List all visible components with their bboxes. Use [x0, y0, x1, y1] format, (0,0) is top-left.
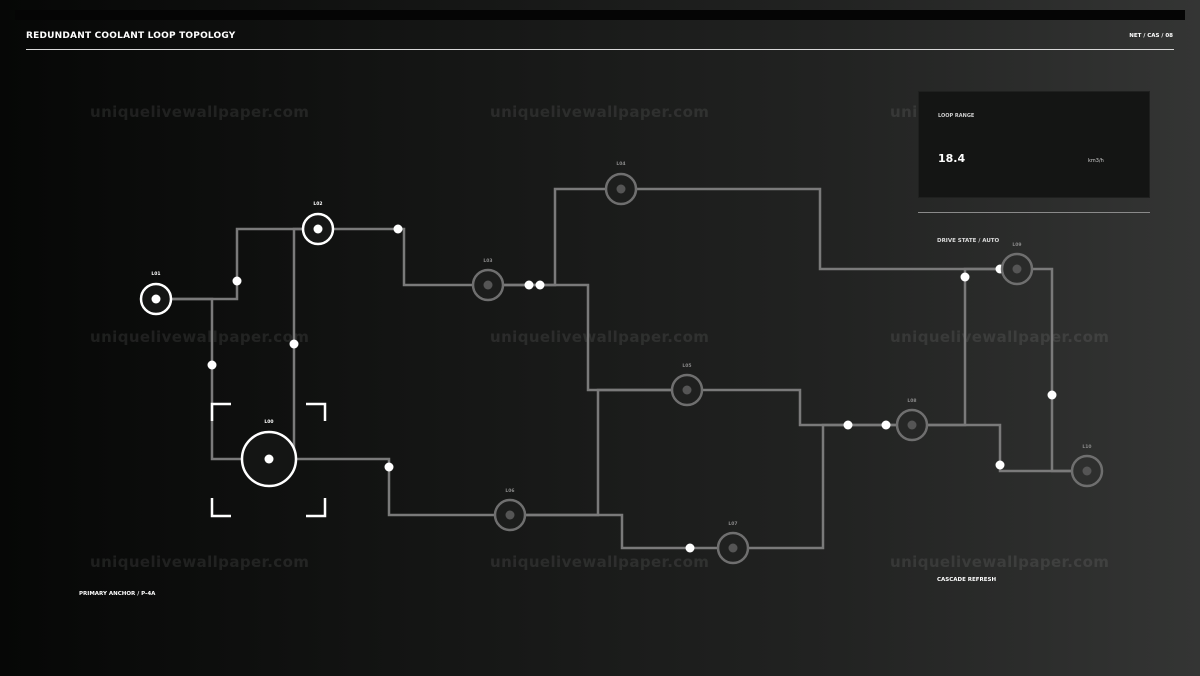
- watermark-text: uniquelivewallpaper.com: [490, 103, 710, 121]
- flow-marker: [1047, 390, 1057, 400]
- node-l01[interactable]: L01: [139, 271, 173, 316]
- link-l04-l09: [621, 187, 1017, 271]
- link-l05-l06: [510, 388, 687, 517]
- panel-label: LOOP RANGE: [938, 113, 975, 119]
- header-divider: [26, 49, 1174, 50]
- watermark-text: uniquelivewallpaper.com: [890, 553, 1110, 571]
- node-l08[interactable]: L08: [895, 398, 929, 442]
- panel-value: 18.4: [938, 152, 966, 165]
- node-l07[interactable]: L07: [716, 521, 750, 565]
- flow-marker: [207, 360, 217, 370]
- reference-code: NET / CAS / 08: [1129, 33, 1173, 39]
- link-l08-l10: [912, 423, 1087, 473]
- node-label: L00: [264, 419, 273, 425]
- flow-marker: [960, 272, 970, 282]
- flow-marker: [393, 224, 403, 234]
- cascade-caption: CASCADE REFRESH: [937, 577, 997, 583]
- node-l06[interactable]: L06: [493, 488, 527, 532]
- watermark-text: uniquelivewallpaper.com: [90, 328, 310, 346]
- node-l05[interactable]: L05: [670, 363, 704, 407]
- panel-divider: [918, 212, 1150, 213]
- node-l10[interactable]: L10: [1070, 444, 1104, 488]
- watermark-text: uniquelivewallpaper.com: [490, 328, 710, 346]
- link-l09-l10: [1017, 267, 1087, 473]
- loop-range-panel: LOOP RANGE 18.4 km3/h: [918, 91, 1150, 198]
- flow-marker: [232, 276, 242, 286]
- node-l02[interactable]: L02: [301, 201, 335, 246]
- link-l01-l00: [156, 297, 269, 461]
- node-label: L04: [616, 161, 625, 167]
- link-l07-l08: [733, 423, 912, 550]
- node-l04[interactable]: L04: [604, 161, 638, 206]
- node-label: L01: [151, 271, 160, 277]
- link-l05-l08: [687, 388, 912, 427]
- flow-marker: [843, 420, 853, 430]
- flow-marker: [881, 420, 891, 430]
- flow-marker: [685, 543, 695, 553]
- top-bar: [15, 10, 1185, 20]
- watermark-text: uniquelivewallpaper.com: [490, 553, 710, 571]
- node-label: L07: [728, 521, 737, 527]
- link-l00-l06: [269, 457, 510, 517]
- link-l02-l03: [318, 227, 488, 287]
- flow-marker: [535, 280, 545, 290]
- link-l03-l04: [488, 187, 621, 287]
- anchor-selection-brackets: [210, 402, 327, 518]
- node-l09[interactable]: L09: [1000, 242, 1034, 286]
- node-label: L08: [907, 398, 916, 404]
- flow-marker: [524, 280, 534, 290]
- link-l08-l09: [912, 267, 1017, 427]
- link-l03-l05: [488, 283, 687, 392]
- flow-marker: [289, 339, 299, 349]
- node-label: L09: [1012, 242, 1021, 248]
- drive-state-caption: DRIVE STATE / AUTO: [937, 238, 1000, 244]
- page-title: REDUNDANT COOLANT LOOP TOPOLOGY: [26, 31, 236, 41]
- node-l03[interactable]: L03: [471, 258, 505, 302]
- node-label: L06: [505, 488, 514, 494]
- node-label: L03: [483, 258, 492, 264]
- watermark-text: uniquelivewallpaper.com: [890, 328, 1110, 346]
- node-label: L10: [1082, 444, 1091, 450]
- watermark-text: uniquelivewallpaper.com: [90, 553, 310, 571]
- link-l06-l07: [510, 513, 733, 550]
- flow-marker: [995, 460, 1005, 470]
- flow-marker: [384, 462, 394, 472]
- watermark-text: uniquelivewallpaper.com: [90, 103, 310, 121]
- node-label: L02: [313, 201, 322, 207]
- panel-unit: km3/h: [1088, 158, 1104, 164]
- anchor-caption: PRIMARY ANCHOR / P-4A: [79, 591, 156, 597]
- node-label: L05: [682, 363, 691, 369]
- node-l00-primary[interactable]: L00: [240, 419, 298, 488]
